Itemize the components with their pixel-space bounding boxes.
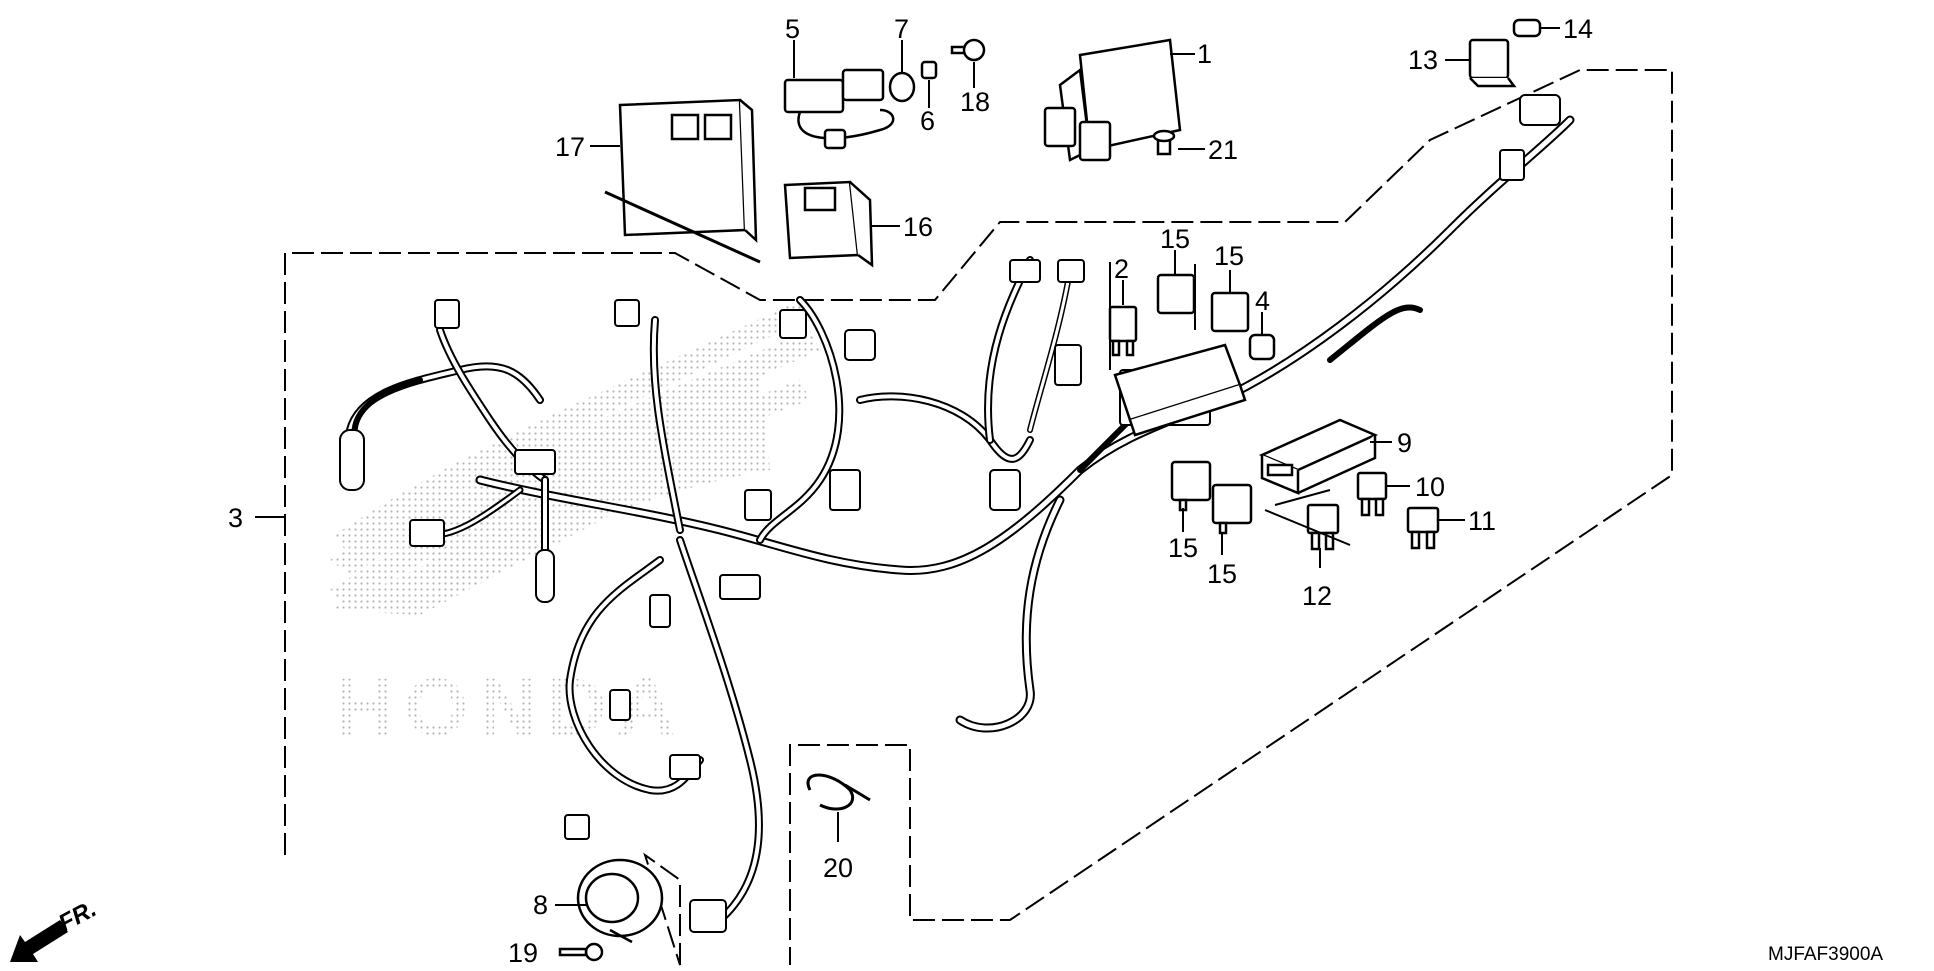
callout-11: 11 <box>1468 506 1496 536</box>
callout-13: 13 <box>1408 45 1438 75</box>
callout-5: 5 <box>785 14 800 44</box>
callout-21: 21 <box>1208 135 1238 165</box>
callout-15a: 15 <box>1160 224 1190 254</box>
front-direction-arrow: FR. <box>10 895 101 962</box>
harness-group-outline <box>284 69 1673 966</box>
callout-7: 7 <box>894 14 909 44</box>
callout-2: 2 <box>1114 254 1129 284</box>
part-15-relay-a <box>1156 273 1196 315</box>
part-11-fuse <box>1406 506 1440 550</box>
callout-15c: 15 <box>1168 533 1198 563</box>
main-wire-harness <box>346 115 1575 924</box>
part-13-relay <box>1468 38 1517 88</box>
part-2-fuse <box>1108 305 1138 357</box>
honda-logo-watermark: HONDA <box>335 662 686 753</box>
callout-8: 8 <box>533 890 548 920</box>
part-15-relay-d <box>1211 483 1253 535</box>
part-4-diode <box>1248 333 1276 361</box>
part-5-relay-assembly <box>783 68 895 150</box>
part-15-relay-b <box>1210 291 1250 333</box>
part-1-regulator-rectifier <box>1043 38 1182 162</box>
callout-15b: 15 <box>1214 241 1244 271</box>
callout-20: 20 <box>823 853 853 883</box>
part-12-fuse <box>1306 503 1340 551</box>
part-21-screw <box>1152 129 1176 156</box>
part-8-horn <box>576 858 664 944</box>
callout-4: 4 <box>1255 286 1270 316</box>
callout-1: 1 <box>1197 39 1212 69</box>
honda-wing-watermark <box>330 300 820 615</box>
callout-10: 10 <box>1415 472 1445 502</box>
callout-3: 3 <box>228 503 243 533</box>
callout-16: 16 <box>903 212 933 242</box>
diagram-code: MJFAF3900A <box>1768 944 1883 965</box>
callout-18: 18 <box>960 87 990 117</box>
callout-6: 6 <box>920 106 935 136</box>
part-17-control-unit <box>604 98 761 264</box>
callout-9: 9 <box>1397 428 1412 458</box>
callout-17: 17 <box>555 132 585 162</box>
part-14-cap <box>1512 18 1542 38</box>
relay-box <box>1113 343 1247 437</box>
harness-connectors <box>339 94 1561 933</box>
part-16-module <box>783 180 874 268</box>
part-10-fuse <box>1356 471 1388 517</box>
part-20-harness-band <box>806 773 871 811</box>
callout-14: 14 <box>1563 14 1593 44</box>
part-6-collar <box>920 60 938 80</box>
part-7-grommet <box>888 71 916 103</box>
callout-labels: 1 2 3 4 5 6 7 8 9 10 11 12 13 14 15 15 1… <box>228 14 1593 968</box>
callout-15d: 15 <box>1207 559 1237 589</box>
callout-12: 12 <box>1302 581 1332 611</box>
part-18-bolt <box>950 38 986 62</box>
part-15-relay-c <box>1170 460 1212 512</box>
callout-19: 19 <box>508 938 538 966</box>
part-19-bolt <box>558 942 604 962</box>
